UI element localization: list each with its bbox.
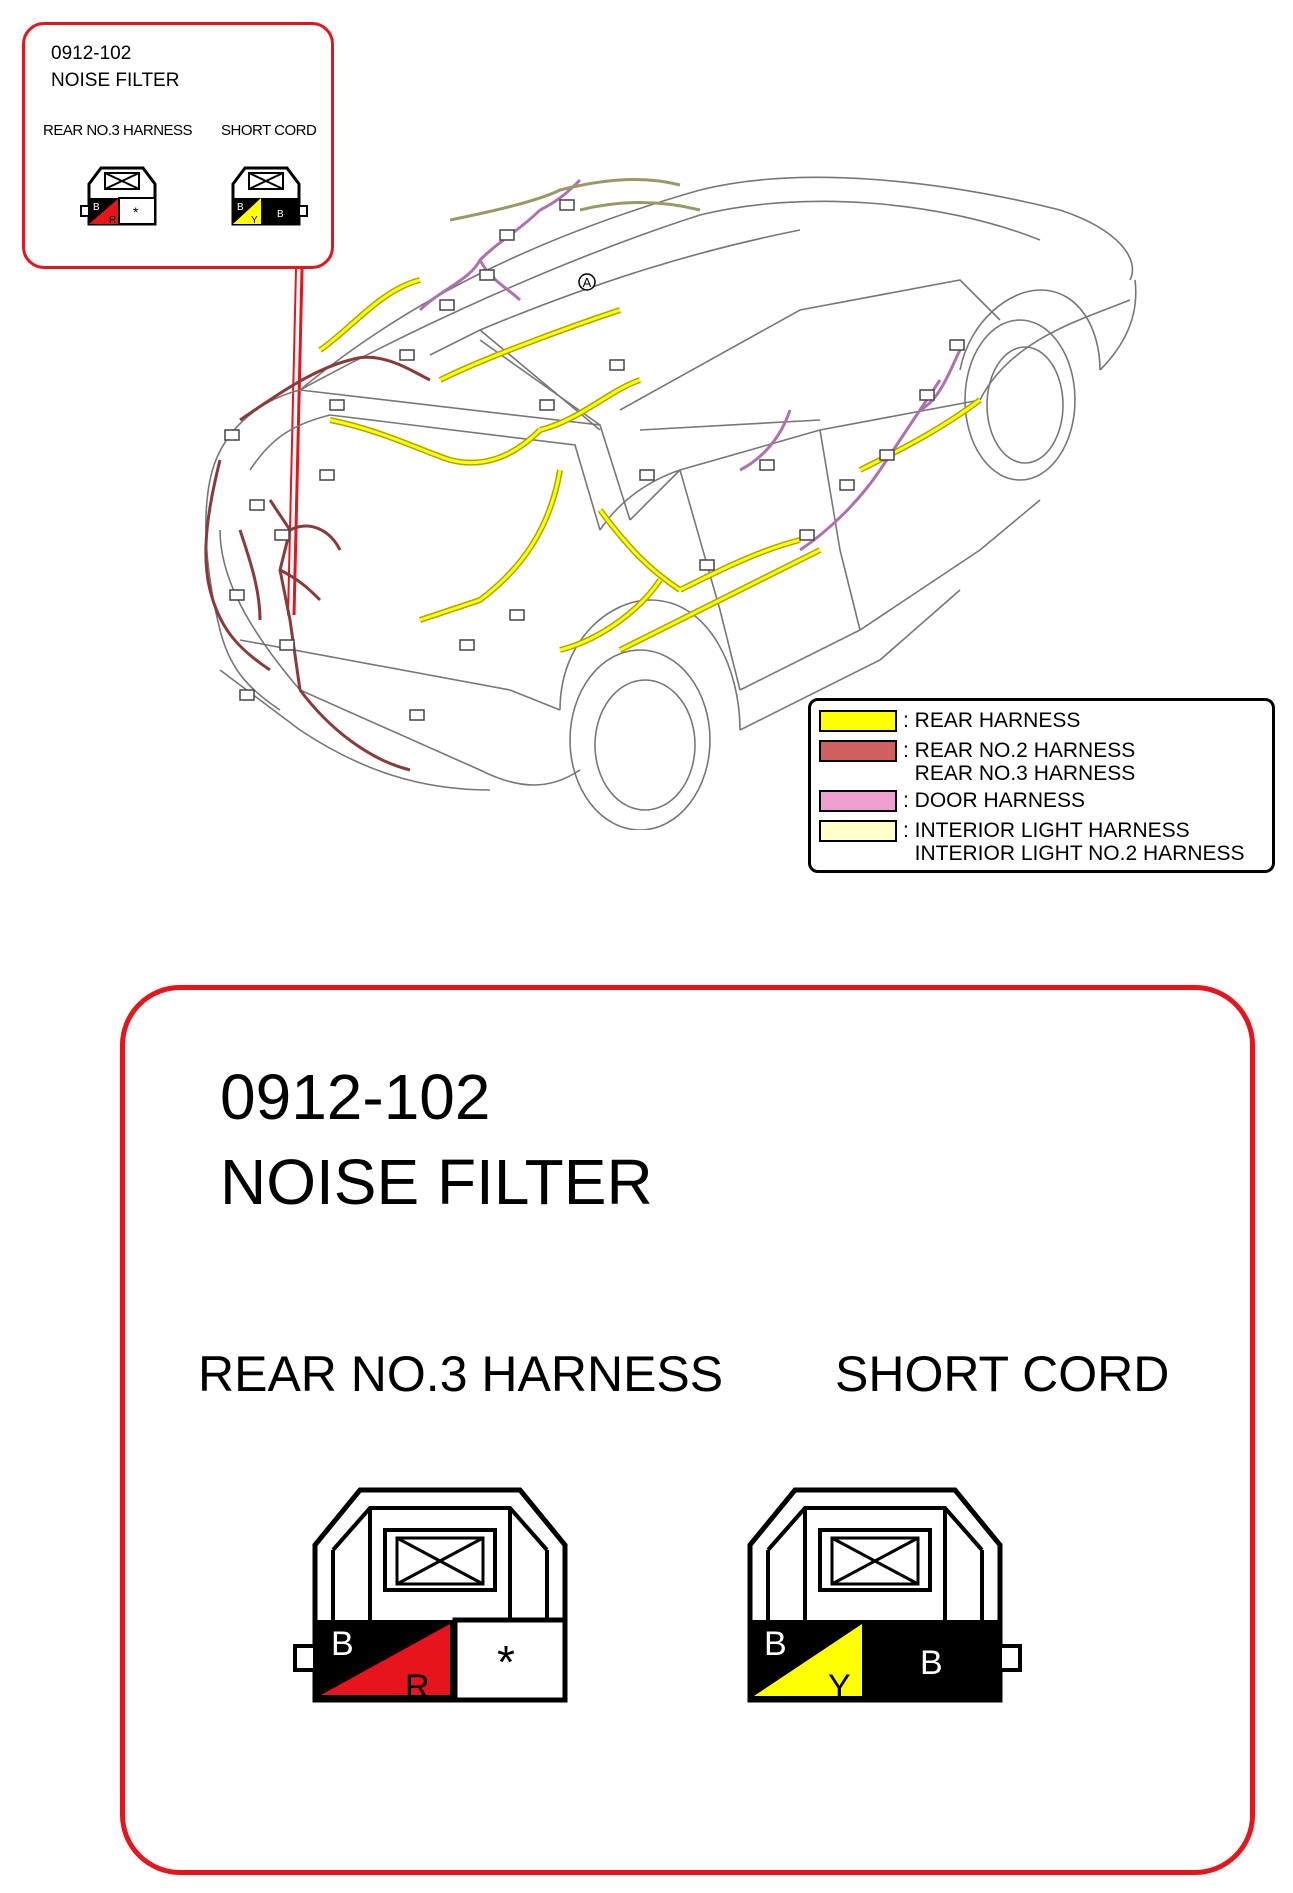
pin-y-label: Y [828, 1668, 851, 1706]
legend-text-door: : DOOR HARNESS [903, 789, 1086, 812]
interior-light-harness-lines [449, 178, 701, 222]
connector-rear-no3-harness: B R * [293, 1487, 568, 1706]
small-callout-title: NOISE FILTER [51, 70, 180, 91]
small-connector-rear-no3: B R * [80, 166, 157, 226]
small-callout-right-label: SHORT CORD [221, 122, 317, 139]
location-marker-label: A [583, 275, 592, 290]
large-callout-title: NOISE FILTER [220, 1146, 653, 1218]
pin-r-label: R [405, 1668, 430, 1706]
svg-text:B: B [277, 209, 284, 220]
large-callout-right-label: SHORT CORD [835, 1346, 1170, 1402]
pin-asterisk-label: * [497, 1636, 515, 1688]
small-callout-left-label: REAR NO.3 HARNESS [43, 122, 193, 139]
location-marker-circle [578, 273, 596, 291]
svg-text:R: R [109, 215, 116, 226]
legend-text-rear: : REAR HARNESS [903, 709, 1081, 732]
rear-harness-fill [319, 278, 981, 652]
large-callout-box: 0912-102 NOISE FILTER REAR NO.3 HARNESS … [120, 985, 1255, 1875]
car-wiring-diagram: A [204, 176, 1137, 830]
connector-short-cord: B Y B [747, 1487, 1022, 1706]
legend-swatch-interior-light [819, 820, 897, 842]
legend-swatch-rear-no2-no3 [819, 740, 897, 762]
callout-leader-line [287, 268, 304, 616]
legend-text-rear-no2-no3: : REAR NO.2 HARNESS REAR NO.3 HARNESS [903, 739, 1136, 785]
pin-b-label: B [331, 1625, 354, 1663]
large-callout-left-label: REAR NO.3 HARNESS [198, 1346, 724, 1402]
legend-item-interior-light: : INTERIOR LIGHT HARNESS INTERIOR LIGHT … [819, 819, 1245, 865]
small-connector-short-cord: B Y B [231, 166, 308, 226]
harness-legend: : REAR HARNESS : REAR NO.2 HARNESS REAR … [808, 698, 1275, 873]
pin-b-right-label: B [920, 1644, 943, 1682]
legend-item-rear-no2-no3: : REAR NO.2 HARNESS REAR NO.3 HARNESS [819, 739, 1135, 785]
legend-swatch-door [819, 790, 897, 812]
car-body-outline [205, 176, 1137, 830]
legend-text-interior-light: : INTERIOR LIGHT HARNESS INTERIOR LIGHT … [903, 819, 1245, 865]
small-callout-box: 0912-102 NOISE FILTER REAR NO.3 HARNESS … [22, 22, 334, 269]
legend-item-rear-harness: : REAR HARNESS [819, 709, 1080, 732]
svg-text:B: B [93, 202, 100, 213]
legend-item-door-harness: : DOOR HARNESS [819, 789, 1085, 812]
connector-blocks [224, 199, 965, 721]
svg-text:B: B [237, 202, 244, 213]
large-callout-code: 0912-102 [220, 1061, 491, 1133]
svg-text:Y: Y [251, 215, 258, 226]
legend-swatch-rear [819, 710, 897, 732]
svg-text:*: * [133, 204, 139, 220]
small-callout-code: 0912-102 [51, 43, 132, 64]
pin-b-left-label: B [764, 1625, 787, 1663]
